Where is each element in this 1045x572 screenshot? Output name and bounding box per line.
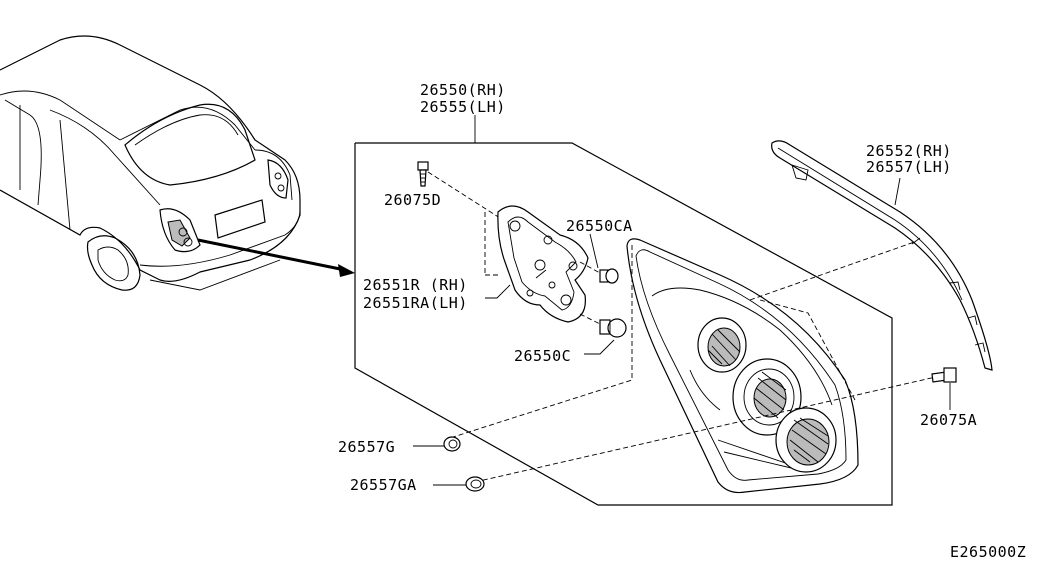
label-26557-lh: 26557(LH) (866, 158, 952, 176)
pointer-arrow (197, 238, 355, 277)
screw-26075a (931, 367, 957, 383)
tail-lamp-housing (626, 238, 859, 494)
grommet-26557g (443, 436, 461, 452)
label-26551ra: 26551RA(LH) (363, 294, 468, 312)
bulb-26550ca (599, 268, 619, 284)
label-26550c: 26550C (514, 347, 571, 365)
label-26551r: 26551R (RH) (363, 276, 468, 294)
assembly-frame (354, 142, 893, 506)
diagram-code: E265000Z (950, 543, 1026, 561)
label-26557ga: 26557GA (350, 476, 417, 494)
grommet-26557ga (465, 476, 485, 492)
label-26550ca: 26550CA (566, 217, 633, 235)
label-26552-rh: 26552(RH) (866, 142, 952, 160)
garnish-26552 (771, 140, 993, 371)
label-26555-lh: 26555(LH) (420, 98, 506, 116)
screw-26075d (417, 161, 429, 187)
label-26075a: 26075A (920, 411, 977, 429)
vehicle-rear-illustration (0, 35, 301, 291)
label-26550-rh: 26550(RH) (420, 81, 506, 99)
bulb-26550c (599, 318, 627, 338)
bulb-socket-plate (497, 205, 589, 323)
label-26557g: 26557G (338, 438, 395, 456)
label-26075d: 26075D (384, 191, 441, 209)
